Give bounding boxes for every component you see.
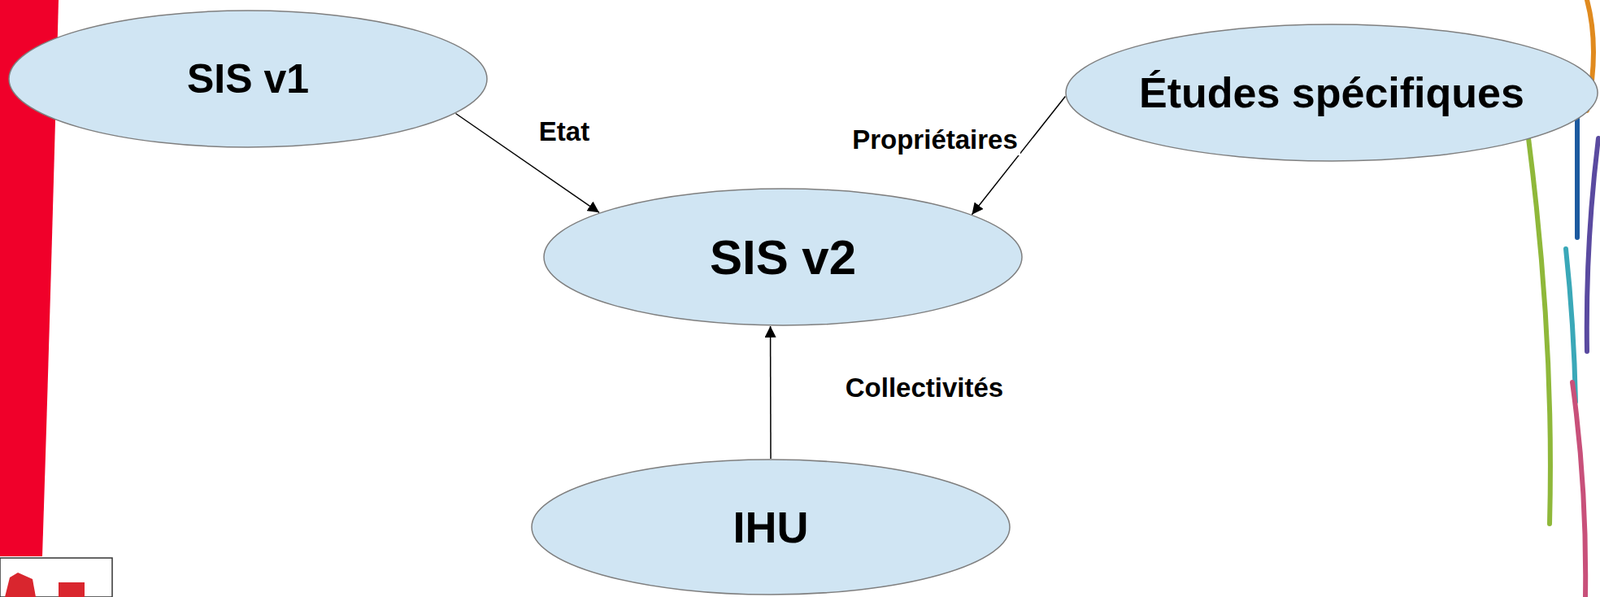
edge-label: Propriétaires <box>849 124 1021 156</box>
arrow-connector <box>971 95 1066 214</box>
edge-label: Collectivités <box>843 372 1006 404</box>
ellipse-node: SIS v2 <box>543 187 1023 327</box>
logo-mark <box>4 572 36 597</box>
arrow-connector <box>769 326 772 459</box>
node-label: SIS v2 <box>709 229 857 286</box>
logo-mark <box>58 582 85 597</box>
ellipse-node: Études spécifiques <box>1065 23 1599 162</box>
node-label: SIS v1 <box>186 55 309 103</box>
edge-label: Etat <box>536 116 592 148</box>
ellipse-node: IHU <box>530 458 1011 596</box>
node-label: Études spécifiques <box>1139 68 1525 118</box>
ellipse-node: SIS v1 <box>8 9 488 148</box>
arrow-connector <box>455 113 600 214</box>
logo-box <box>0 557 113 597</box>
node-label: IHU <box>733 501 809 553</box>
